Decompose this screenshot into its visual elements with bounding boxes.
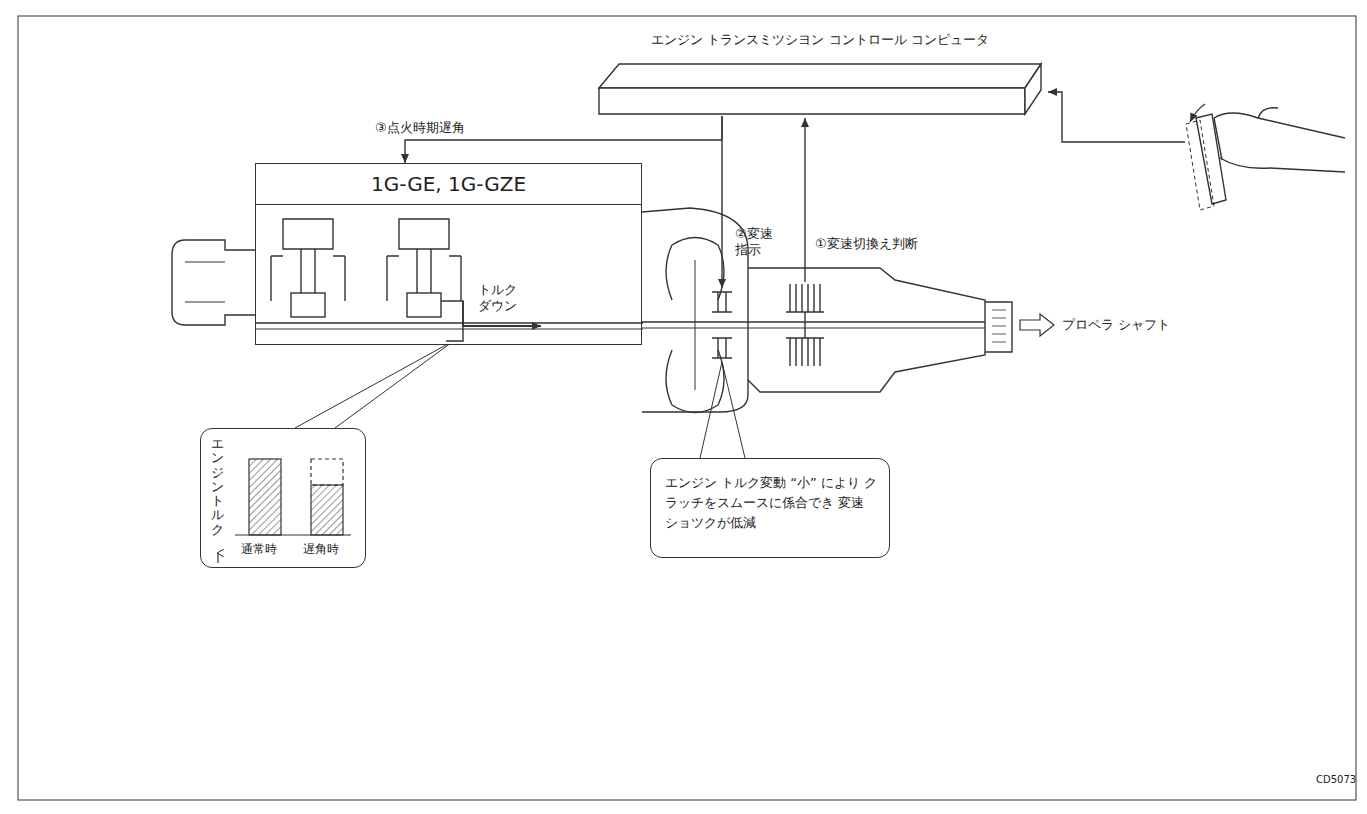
clutch-1-upper [786,284,824,325]
propeller-arrow [1020,314,1054,336]
torque-chart-callout: エンジン トルク通常時 遅角時 [200,428,366,568]
engine-model: 1G-GE, 1G-GZE [256,172,641,196]
torque-down-label: トルク ダウン [478,282,522,314]
note-text: エンジン トルク変動 “小” により クラッチをスムースに係合でき 変速ショツク… [665,473,877,533]
accelerator-pedal [1186,104,1345,210]
axis-label: エンジン トルク [211,437,224,537]
leader-clutch [700,362,745,458]
clutch-note-callout: エンジン トルク変動 “小” により クラッチをスムースに係合でき 変速ショツク… [650,458,890,558]
bar-label: 遅角時 [303,541,339,557]
signal-line-2 [721,116,722,288]
bar-label: 通常時 [241,541,277,557]
leader-chart [295,340,455,428]
transmission-case [748,268,985,392]
part-name: プロペラ シャフト [1062,317,1170,333]
edge-label: ③点火時期遅角 [375,120,465,136]
frame [18,16,1356,800]
figure-code: CD5073 [1316,772,1356,788]
clutch-2-upper [712,292,732,312]
pulley [172,240,255,325]
clutch-1-lower [786,325,824,366]
engine-header-rule [256,204,641,205]
computer-box: エンジン トランスミツシヨン コントロール コンピュータ [597,30,1043,116]
clutch-2-lower [712,338,732,358]
signal-label: ②変速 指示 [735,226,779,258]
torque-bars [201,429,367,569]
engine-block: 1G-GE, 1G-GZE [255,163,642,345]
output-flange [985,302,1012,352]
signal-label: ①変速切換え判断 [815,236,918,252]
pedal-line [1048,92,1185,142]
signal-line-1 [804,118,805,282]
computer-label: エンジン トランスミツシヨン コントロール コンピュータ [597,32,1043,48]
converter-housing [642,208,748,412]
